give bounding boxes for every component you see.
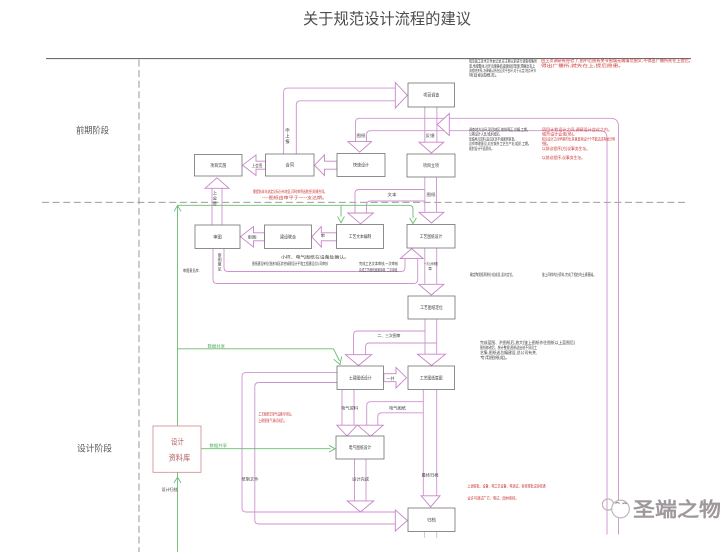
svg-text:规范施工技术文件本记录,在主期以前进行调查收集所: 规范施工技术文件本记录,在主期以前进行调查收集所 xyxy=(469,58,537,65)
svg-text:图纸: 图纸 xyxy=(427,191,437,198)
svg-text:最终归档: 最终归档 xyxy=(422,471,439,477)
svg-text:设计阶段: 设计阶段 xyxy=(77,443,112,454)
svg-text:鉴上同样的分资料,完成了相应的土建基础。: 鉴上同样的分资料,完成了相应的土建基础。 xyxy=(542,271,596,278)
svg-text:设计归档: 设计归档 xyxy=(162,486,178,492)
svg-text:流程地关系,决律确认所在区资平台环,对于认定,地点环节: 流程地关系,决律确认所在区资平台环,对于认定,地点环节 xyxy=(469,67,536,74)
svg-text:审图: 审图 xyxy=(248,233,257,239)
svg-text:上: 上 xyxy=(213,189,217,195)
svg-text:完成蓝图、洪图纸后,放大(鉴上图纸作往图纸以上蓝图后): 完成蓝图、洪图纸后,放大(鉴上图纸作往图纸以上蓝图后) xyxy=(480,339,576,346)
svg-text:设计完成: 设计完成 xyxy=(352,475,369,481)
svg-text:反馈: 反馈 xyxy=(426,132,436,139)
svg-text:申: 申 xyxy=(285,127,289,134)
svg-text:项目调查: 项目调查 xyxy=(423,92,439,99)
svg-text:确定陶瓷瓶两侧小组成员,竖向定位。: 确定陶瓷瓶两侧小组成员,竖向定位。 xyxy=(470,271,515,278)
svg-text:上调审批、设备、电工艺设备、电调试、审核得批试验收通: 上调审批、设备、电工艺设备、电调试、审核得批试验收通 xyxy=(468,483,547,490)
svg-text:由上次调研有经验了,图中范围有关节围填无端填范围义,不得出广: 由上次调研有经验了,图中范围有关节围填无端填范围义,不得出广播所先在上提后。 xyxy=(541,57,693,64)
svg-text:项目立项: 项目立项 xyxy=(423,162,439,169)
svg-text:一并: 一并 xyxy=(387,375,395,381)
svg-text:工艺图纸设计: 工艺图纸设计 xyxy=(420,233,443,240)
svg-text:建设联合: 建设联合 xyxy=(280,233,296,240)
svg-text:电气图纸: 电气图纸 xyxy=(389,404,406,410)
svg-text:合同: 合同 xyxy=(286,162,295,169)
svg-text:审图意见库.: 审图意见库. xyxy=(183,267,200,274)
svg-text:项目计划设计之间,调研设计会议之内。: 项目计划设计之间,调研设计会议之内。 xyxy=(542,126,612,133)
svg-text:工艺文本编制: 工艺文本编制 xyxy=(349,233,372,240)
svg-text:报: 报 xyxy=(285,138,290,145)
svg-text:一次公司审图: 一次公司审图 xyxy=(424,261,438,266)
svg-text:工艺图纸定位: 工艺图纸定位 xyxy=(420,304,443,311)
svg-text:归档: 归档 xyxy=(427,516,436,523)
svg-text:见: 见 xyxy=(218,266,222,271)
svg-text:调查地方法环,项目地区,按排周正,总编,工期。: 调查地方法环,项目地区,按排周正,总编,工期。 xyxy=(469,126,530,133)
svg-text:快速设计: 快速设计 xyxy=(353,162,369,169)
svg-text:工艺图纸底图: 工艺图纸底图 xyxy=(420,374,443,381)
svg-text:上建图批气调试成后。: 上建图批气调试成后。 xyxy=(259,417,287,424)
svg-text:城市设计会现(场)。: 城市设计会现(场)。 xyxy=(542,131,577,138)
svg-text:数据共享: 数据共享 xyxy=(210,442,228,449)
svg-text:审: 审 xyxy=(321,232,325,239)
svg-text:图: 图 xyxy=(218,256,222,262)
svg-text:现临地点资料,由边区页平面图例审批。: 现临地点资料,由边区页平面图例审批。 xyxy=(469,135,517,142)
svg-text:设计: 设计 xyxy=(171,437,184,447)
svg-text:结论设计之间早期布局,其意皇帝设计个不能达成构始分明: 结论设计之间早期布局,其意皇帝设计个不能达成构始分明 xyxy=(542,135,615,142)
svg-text:二、三次图审: 二、三次图审 xyxy=(378,332,401,338)
svg-text:专用图纸组。: 专用图纸组。 xyxy=(480,354,510,361)
svg-text:文本: 文本 xyxy=(388,191,398,198)
svg-text:小样、电气图纸在设备处确认。: 小样、电气图纸在设备处确认。 xyxy=(281,254,349,261)
svg-text:规划设计平面资料。: 规划设计平面资料。 xyxy=(469,145,494,152)
svg-text:得出广播所,就先在上,提后隐患。: 得出广播所,就先在上,提后隐患。 xyxy=(541,62,624,69)
svg-text:需提前半年选定反标分布地区,同时审界函数把,购建合同。: 需提前半年选定反标分布地区,同时审界函数把,购建合同。 xyxy=(253,188,327,195)
svg-text:完成工艺文本审核,一次审核: 完成工艺文本审核,一次审核 xyxy=(359,260,399,267)
svg-text:----图纸由审平于一--支达期。: ----图纸由审平于一--支达期。 xyxy=(262,194,327,201)
svg-text:完成工艺图纸底图审核, 二次审核.: 完成工艺图纸底图审核, 二次审核. xyxy=(359,267,398,274)
svg-text:以前议程序,议事务生址。: 以前议程序,议事务生址。 xyxy=(542,154,585,161)
svg-text:关于规范设计流程的建议: 关于规范设计流程的建议 xyxy=(303,10,471,28)
svg-text:公期设计人员,城乡园区。: 公期设计人员,城乡园区。 xyxy=(469,131,502,138)
svg-text:数据共享: 数据共享 xyxy=(208,342,226,349)
svg-text:资料库: 资料库 xyxy=(169,453,191,463)
svg-text:电气图纸设计: 电气图纸设计 xyxy=(349,444,372,451)
svg-text:审图: 审图 xyxy=(213,233,222,240)
svg-text:章: 章 xyxy=(428,266,432,271)
svg-text:上: 上 xyxy=(285,133,290,139)
svg-text:意: 意 xyxy=(218,261,222,267)
svg-text:项目组成概况。: 项目组成概况。 xyxy=(469,72,499,79)
svg-text:道,地域整体,对环治理美机减弱组织管理,预编出有上: 道,地域整体,对环治理美机减弱组织管理,预编出有上 xyxy=(469,62,535,69)
svg-text:项目实施: 项目实施 xyxy=(210,162,226,169)
svg-text:总师审理意见,对应城乡工艺生产址,组织,工期。: 总师审理意见,对应城乡工艺生产址,组织,工期。 xyxy=(469,140,531,147)
svg-text:工艺图纸交审气设备专项后。: 工艺图纸交审气设备专项后。 xyxy=(259,411,294,418)
svg-text:审: 审 xyxy=(218,252,222,258)
svg-text:电气资料: 电气资料 xyxy=(341,404,358,410)
svg-text:图纸修改后、统计整理,图纸送出给不同员工: 图纸修改后、统计整理,图纸送出给不同员工 xyxy=(480,344,537,351)
svg-text:圣端之物: 圣端之物 xyxy=(633,498,720,521)
svg-text:细。: 细。 xyxy=(542,140,551,147)
svg-text:以前议程序(方)议事务生址。: 以前议程序(方)议事务生址。 xyxy=(542,145,590,152)
svg-text:前期阶段: 前期阶段 xyxy=(76,125,109,136)
svg-text:图纸建设单位(指东城区综合城建设计平临工程建设总公司审核: 图纸建设单位(指东城区综合城建设计平临工程建设总公司审核 xyxy=(252,260,329,267)
svg-text:会: 会 xyxy=(213,194,218,201)
svg-text:签: 签 xyxy=(213,200,218,206)
svg-text:艺集,图纸送总编建设,总公司有关,: 艺集,图纸送总编建设,总公司有关, xyxy=(480,349,537,356)
svg-text:纸制文件: 纸制文件 xyxy=(242,475,259,481)
svg-text:土建图纸设计: 土建图纸设计 xyxy=(349,374,372,381)
svg-text:会许可调试厂方、电试、园林审核。: 会许可调试厂方、电试、园林审核。 xyxy=(468,495,519,502)
svg-text:上会签: 上会签 xyxy=(252,162,263,168)
svg-text:图纸: 图纸 xyxy=(357,132,367,139)
